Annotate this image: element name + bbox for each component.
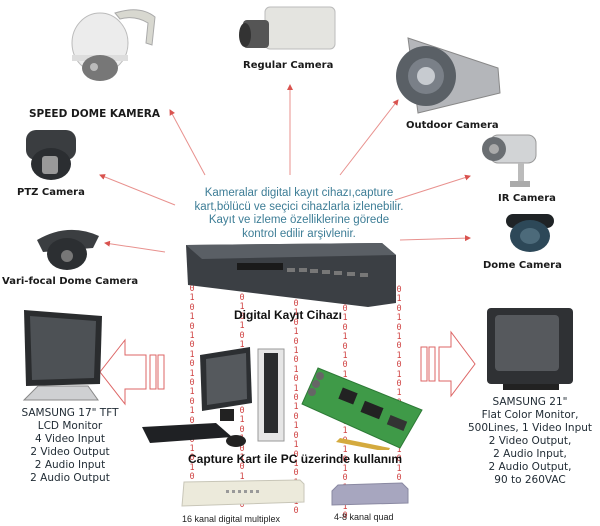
varifocal-dome-camera-label: Vari-focal Dome Camera — [2, 276, 139, 287]
spec-line: 500Lines, 1 Video Input — [467, 422, 593, 434]
hollow-arrow-left — [99, 338, 165, 406]
outdoor-camera-label: Outdoor Camera — [406, 120, 499, 131]
dome-camera-label: Dome Camera — [483, 260, 562, 271]
quad-label: 4-8 kanal quad — [334, 512, 394, 522]
center-description: Kameralar digital kayıt cihazı,capture k… — [168, 187, 430, 241]
spec-line: 2 Audio Input — [34, 459, 106, 471]
ptz-camera-image — [26, 130, 76, 180]
arrow-to-speed-dome — [169, 109, 206, 176]
spec-line: 2 Audio Output, — [488, 461, 572, 473]
hollow-arrow-right — [420, 330, 476, 398]
arrow-to-dome — [399, 235, 471, 242]
monitor-left-specs: SAMSUNG 17" TFT LCD Monitor 4 Video Inpu… — [5, 407, 135, 485]
capture-card-label: Capture Kart ile PC üzerinde kullanım — [188, 452, 403, 466]
spec-line: 2 Video Output — [30, 446, 110, 458]
spec-line: 2 Audio Input, — [493, 448, 567, 460]
dvr-label: Digital Kayıt Cihazı — [234, 308, 343, 322]
description-line: kontrol edilir arşivlenir. — [242, 227, 356, 240]
lcd-monitor-17-image — [22, 310, 102, 401]
spec-line: 4 Video Input — [35, 433, 105, 445]
arrow-to-outdoor — [339, 99, 399, 176]
speed-dome-camera-image — [71, 9, 156, 81]
dvr-device-image — [186, 243, 396, 307]
spec-line: SAMSUNG 17" TFT — [21, 407, 119, 419]
description-line: Kayıt ve izleme özelliklerine görede — [208, 214, 390, 226]
spec-line: Flat Color Monitor, — [481, 409, 579, 421]
multiplexer-label: 16 kanal digital multiplex — [182, 514, 281, 524]
multiplexer-image — [181, 479, 305, 507]
spec-line: 2 Audio Output — [30, 472, 110, 484]
arrow-to-ptz — [99, 174, 176, 206]
capture-card-image — [301, 367, 423, 450]
monitor-right-specs: SAMSUNG 21" Flat Color Monitor, 500Lines… — [460, 396, 600, 487]
spec-line: SAMSUNG 21" — [492, 396, 568, 408]
description-line: kart,bölücü ve seçici cihazlarla izleneb… — [194, 200, 404, 213]
dome-camera-image — [506, 214, 554, 252]
quad-image — [331, 482, 409, 506]
spec-line: 90 to 260VAC — [494, 474, 566, 486]
spec-line: 2 Video Output, — [488, 435, 572, 447]
outdoor-camera-image — [396, 37, 501, 114]
speed-dome-label: SPEED DOME KAMERA — [29, 108, 160, 120]
regular-camera-label: Regular Camera — [243, 60, 334, 71]
ir-camera-image — [482, 134, 537, 187]
arrow-to-varifocal — [104, 240, 166, 253]
arrow-to-ir — [394, 174, 471, 201]
ir-camera-label: IR Camera — [498, 193, 556, 204]
desktop-pc-image — [142, 347, 285, 447]
varifocal-dome-camera-image — [37, 229, 99, 270]
regular-camera-image — [239, 6, 336, 50]
description-line: Kameralar digital kayıt cihazı,capture — [204, 187, 394, 199]
spec-line: LCD Monitor — [37, 420, 103, 432]
ptz-camera-label: PTZ Camera — [17, 187, 85, 198]
crt-monitor-21-image — [487, 308, 573, 390]
